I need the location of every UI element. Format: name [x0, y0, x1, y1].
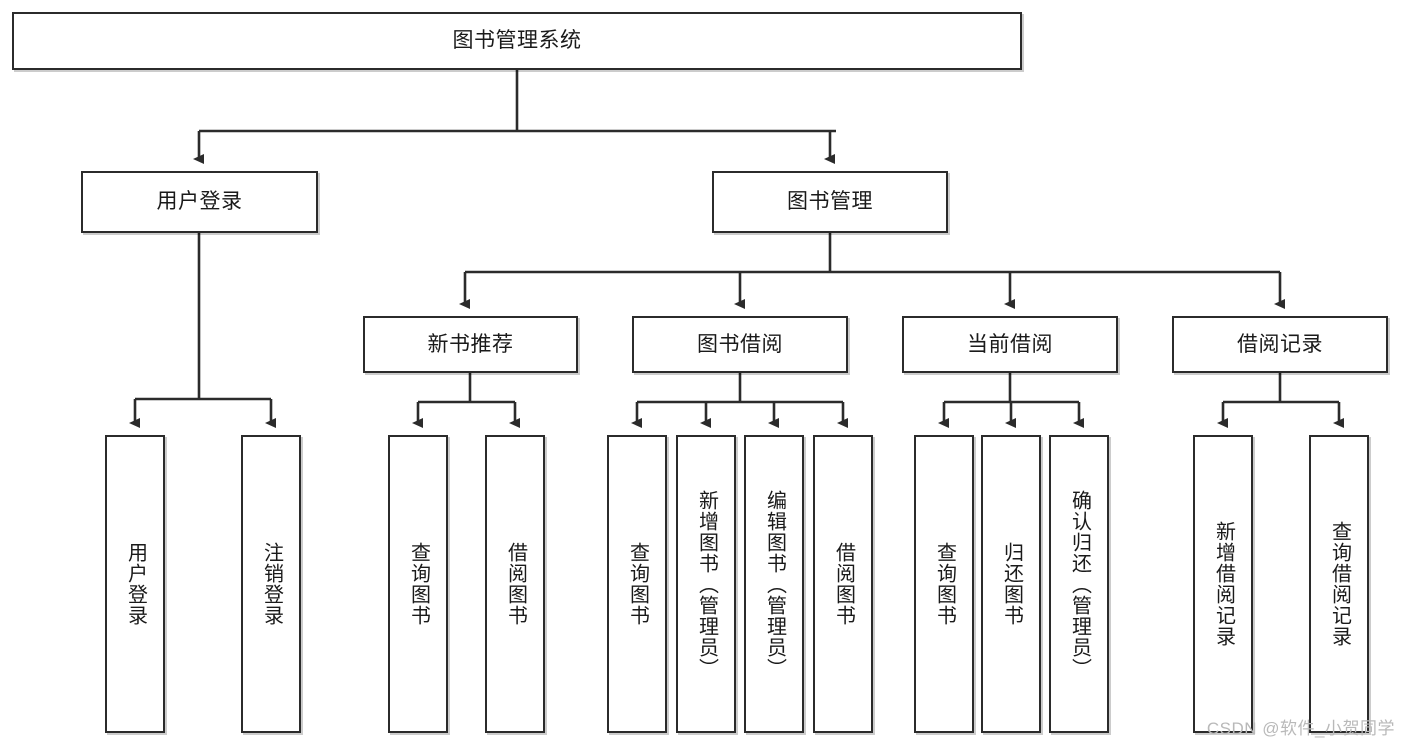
leaf-current-borrow-query[interactable]: 查询图书	[914, 435, 974, 733]
leaf-book-borrow-query[interactable]: 查询图书	[607, 435, 667, 733]
leaf-label: 用户登录	[124, 542, 147, 626]
leaf-label: 新增图书（管理员）	[695, 489, 718, 679]
node-book-borrow[interactable]: 图书借阅	[632, 316, 848, 373]
leaf-label: 归还图书	[1000, 542, 1023, 626]
node-book-management[interactable]: 图书管理	[712, 171, 948, 233]
leaf-borrow-record-query[interactable]: 查询借阅记录	[1309, 435, 1369, 733]
leaf-current-borrow-return[interactable]: 归还图书	[981, 435, 1041, 733]
leaf-label: 注销登录	[260, 542, 283, 626]
node-borrow-record[interactable]: 借阅记录	[1172, 316, 1388, 373]
leaf-label: 查询图书	[933, 542, 956, 626]
node-borrow-record-label: 借阅记录	[1237, 332, 1323, 356]
leaf-borrow-record-add[interactable]: 新增借阅记录	[1193, 435, 1253, 733]
leaf-label: 查询借阅记录	[1328, 521, 1351, 647]
leaf-label: 编辑图书（管理员）	[763, 489, 786, 679]
leaf-label: 查询图书	[626, 542, 649, 626]
node-current-borrow-label: 当前借阅	[967, 332, 1053, 356]
node-root[interactable]: 图书管理系统	[12, 12, 1022, 70]
leaf-book-borrow-borrow[interactable]: 借阅图书	[813, 435, 873, 733]
node-user-login[interactable]: 用户登录	[81, 171, 318, 233]
leaf-label: 确认归还（管理员）	[1068, 489, 1091, 679]
node-root-label: 图书管理系统	[452, 29, 582, 53]
node-user-login-label: 用户登录	[156, 190, 243, 214]
leaf-book-borrow-add[interactable]: 新增图书（管理员）	[676, 435, 736, 733]
leaf-book-borrow-edit[interactable]: 编辑图书（管理员）	[744, 435, 804, 733]
leaf-new-book-query[interactable]: 查询图书	[388, 435, 448, 733]
node-new-book-recommend[interactable]: 新书推荐	[363, 316, 578, 373]
leaf-label: 查询图书	[407, 542, 430, 626]
leaf-current-borrow-confirm-return[interactable]: 确认归还（管理员）	[1049, 435, 1109, 733]
leaf-user-login-login[interactable]: 用户登录	[105, 435, 165, 733]
leaf-label: 借阅图书	[504, 542, 527, 626]
leaf-user-login-logout[interactable]: 注销登录	[241, 435, 301, 733]
leaf-label: 新增借阅记录	[1212, 521, 1235, 647]
leaf-new-book-borrow[interactable]: 借阅图书	[485, 435, 545, 733]
node-book-management-label: 图书管理	[787, 190, 873, 214]
node-current-borrow[interactable]: 当前借阅	[902, 316, 1118, 373]
leaf-label: 借阅图书	[832, 542, 855, 626]
node-new-book-recommend-label: 新书推荐	[427, 332, 514, 356]
node-book-borrow-label: 图书借阅	[697, 332, 783, 356]
